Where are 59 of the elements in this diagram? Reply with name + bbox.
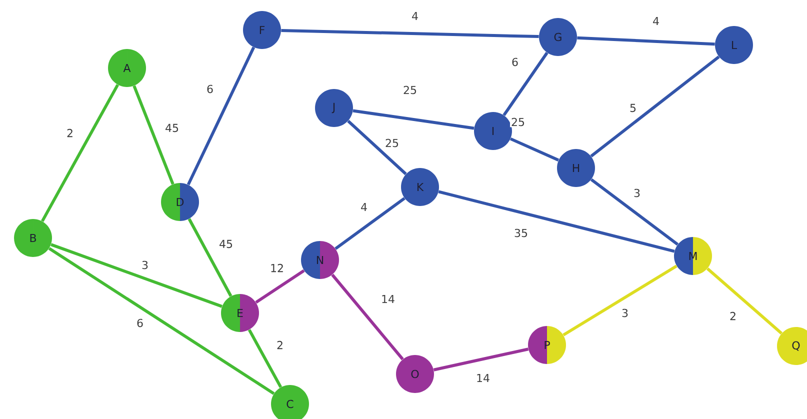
- graph-node: G: [539, 18, 577, 56]
- edge-line: [706, 268, 783, 334]
- graph-node: H: [557, 149, 595, 187]
- edge-line: [188, 218, 232, 297]
- edge-label: 14: [380, 294, 396, 304]
- edge-line: [502, 52, 548, 116]
- graph-node: L: [715, 26, 753, 64]
- edge-label: 3: [632, 188, 642, 198]
- graph-node: K: [401, 168, 439, 206]
- edge-label: 45: [164, 122, 180, 134]
- edge-label: 2: [66, 128, 74, 138]
- graph-node: J: [315, 89, 353, 127]
- edge-label: 2: [728, 310, 738, 322]
- graph-node: A: [108, 49, 146, 87]
- graph-node: F: [243, 11, 281, 49]
- edge-label: 6: [136, 318, 144, 328]
- edge-line: [352, 109, 474, 130]
- edge-label: 3: [140, 260, 150, 270]
- edge-label: 6: [206, 84, 214, 94]
- edge-label: 14: [475, 372, 491, 383]
- edge-label: 4: [360, 202, 368, 212]
- edge-line: [281, 28, 539, 38]
- edge-line: [331, 274, 404, 360]
- edge-label: 3: [620, 308, 630, 318]
- edge-label: 25: [402, 84, 418, 96]
- edge-line: [40, 84, 120, 222]
- edge-line: [132, 85, 174, 185]
- graph-node: I: [474, 112, 512, 150]
- graph-node: D: [161, 183, 199, 221]
- edge-line: [186, 46, 256, 186]
- edge-line: [577, 36, 715, 46]
- edge-line: [590, 56, 720, 158]
- edge-label: 12: [269, 262, 285, 274]
- graph-node: O: [396, 355, 434, 393]
- graph-node: M: [674, 237, 712, 275]
- edge-line: [248, 329, 282, 388]
- edge-line: [334, 197, 406, 250]
- edge-line: [433, 348, 529, 372]
- edge-line: [255, 269, 305, 304]
- edge-line: [50, 243, 222, 308]
- edge-label: 35: [513, 228, 529, 238]
- edge-line: [347, 120, 407, 176]
- edge-label: 4: [652, 16, 660, 26]
- edge-label: 25: [384, 138, 400, 148]
- edge-line: [510, 137, 560, 162]
- edge-line: [48, 247, 275, 395]
- edge-label: 2: [276, 340, 284, 350]
- graph-node: C: [271, 385, 309, 419]
- edge-label: 6: [510, 56, 520, 68]
- edge-label: 25: [510, 116, 526, 128]
- graph-node: B: [14, 219, 52, 257]
- graph-node: Q: [777, 327, 807, 365]
- edge-label: 4: [410, 10, 420, 21]
- edge-line: [438, 190, 675, 253]
- edge-line: [562, 264, 678, 336]
- edge-label: 45: [218, 238, 234, 250]
- graph-node: N: [301, 241, 339, 279]
- edge-line: [590, 178, 679, 246]
- edge-label: 5: [628, 102, 638, 114]
